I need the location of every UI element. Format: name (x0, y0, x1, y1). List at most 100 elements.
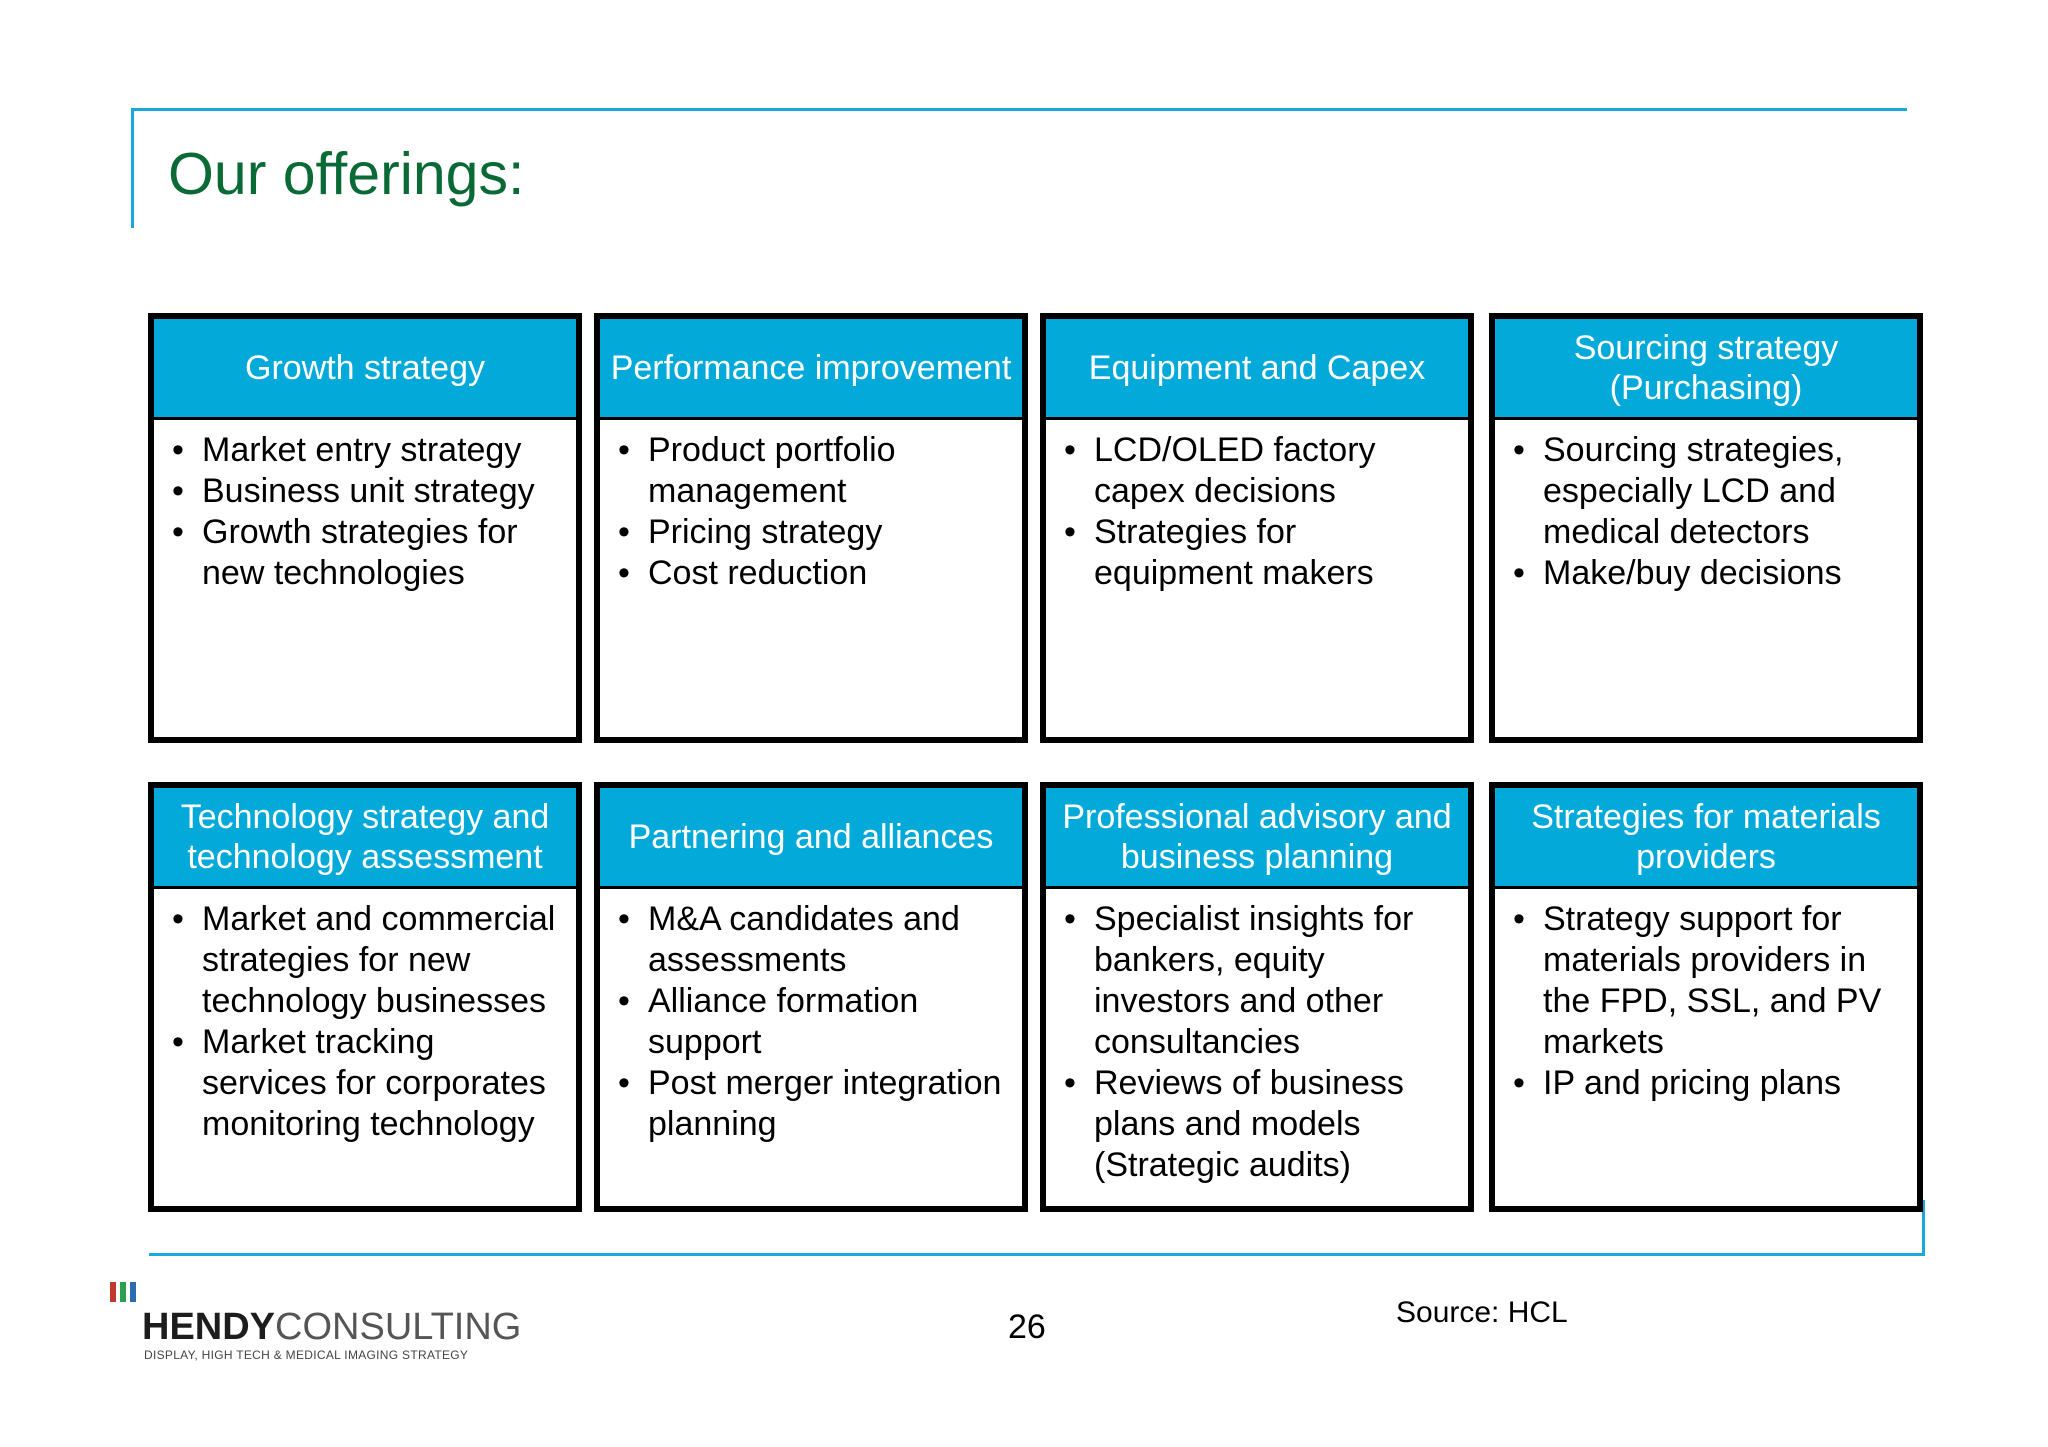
offering-list: • Market entry strategy • Business unit str… (168, 430, 566, 594)
list-item-text: Market entry strategy (202, 431, 522, 469)
list-item-text: Specialist insights for bankers, equity … (1094, 900, 1414, 1061)
offering-card: Strategies for materials providers • Strat… (1489, 782, 1923, 1212)
bullet-icon: • (1064, 900, 1076, 938)
list-item: • Strategies for equipment makers (1060, 512, 1458, 594)
offering-card: Partnering and alliances • M&A candidates … (594, 782, 1028, 1212)
offering-card-heading: Partnering and alliances (600, 788, 1022, 889)
offering-card: Technology strategy and technology asses… (148, 782, 582, 1212)
bullet-icon: • (618, 900, 630, 938)
list-item-text: Sourcing strategies, especially LCD and … (1543, 431, 1844, 551)
list-item: • Post merger integration planning (614, 1063, 1012, 1145)
list-item: • Business unit strategy (168, 471, 566, 512)
list-item: • M&A candidates and assessments (614, 899, 1012, 981)
list-item: • Market entry strategy (168, 430, 566, 471)
offering-card-heading: Technology strategy and technology asses… (154, 788, 576, 889)
offering-card: Equipment and Capex • LCD/OLED factory cap… (1040, 313, 1474, 743)
offering-card-heading: Sourcing strategy (Purchasing) (1495, 319, 1917, 420)
list-item-text: Cost reduction (648, 554, 868, 592)
bullet-icon: • (172, 513, 184, 551)
offering-card-body: • Strategy support for materials provider… (1495, 889, 1917, 1104)
offering-card: Performance improvement • Product portfoli… (594, 313, 1028, 743)
list-item-text: IP and pricing plans (1543, 1064, 1842, 1102)
list-item: • Pricing strategy (614, 512, 1012, 553)
offering-list: • Strategy support for materials provider… (1509, 899, 1907, 1104)
list-item-text: Make/buy decisions (1543, 554, 1842, 592)
list-item-text: Growth strategies for new technologies (202, 513, 518, 592)
list-item: • Market and commercial strategies for ne… (168, 899, 566, 1022)
list-item-text: Product portfolio management (648, 431, 896, 510)
offering-list: • Specialist insights for bankers, equity… (1060, 899, 1458, 1186)
list-item: • Sourcing strategies, especially LCD and… (1509, 430, 1907, 553)
offering-card-heading: Performance improvement (600, 319, 1022, 420)
bullet-icon: • (1513, 900, 1525, 938)
offering-card-body: • Specialist insights for bankers, equity… (1046, 889, 1468, 1186)
offering-card-body: • M&A candidates and assessments • Alliance… (600, 889, 1022, 1145)
bullet-icon: • (618, 513, 630, 551)
bullet-icon: • (172, 472, 184, 510)
list-item-text: Alliance formation support (648, 982, 919, 1061)
list-item-text: Post merger integration planning (648, 1064, 1002, 1143)
list-item: • Growth strategies for new technologies (168, 512, 566, 594)
logo-bar-green (120, 1282, 126, 1302)
logo-bar-blue (130, 1282, 136, 1302)
offering-card-heading: Equipment and Capex (1046, 319, 1468, 420)
logo-name-bold: HENDY (142, 1306, 276, 1348)
list-item: • Alliance formation support (614, 981, 1012, 1063)
list-item: • Specialist insights for bankers, equity… (1060, 899, 1458, 1063)
logo-tagline: DISPLAY, HIGH TECH & MEDICAL IMAGING STR… (144, 1348, 469, 1362)
offering-card: Professional advisory and business plann… (1040, 782, 1474, 1212)
bullet-icon: • (618, 1064, 630, 1102)
list-item: • Strategy support for materials provider… (1509, 899, 1907, 1063)
page-title: Our offerings: (168, 141, 525, 207)
list-item-text: LCD/OLED factory capex decisions (1094, 431, 1376, 510)
list-item: • Market tracking services for corporates… (168, 1022, 566, 1145)
offering-card-heading: Professional advisory and business plann… (1046, 788, 1468, 889)
bullet-icon: • (618, 554, 630, 592)
bullet-icon: • (618, 431, 630, 469)
list-item: • Product portfolio management (614, 430, 1012, 512)
list-item-text: Business unit strategy (202, 472, 535, 510)
list-item-text: Market tracking services for corporates … (202, 1023, 546, 1143)
frame-right-line (1922, 1200, 1925, 1256)
list-item: • IP and pricing plans (1509, 1063, 1907, 1104)
bullet-icon: • (1064, 431, 1076, 469)
offering-card: Growth strategy • Market entry strategy • Bu… (148, 313, 582, 743)
bullet-icon: • (172, 900, 184, 938)
offering-card-heading: Growth strategy (154, 319, 576, 420)
company-logo: HENDYCONSULTING DISPLAY, HIGH TECH & MED… (108, 1280, 521, 1362)
list-item: • LCD/OLED factory capex decisions (1060, 430, 1458, 512)
list-item-text: Reviews of business plans and models (St… (1094, 1064, 1404, 1184)
bullet-icon: • (172, 431, 184, 469)
bullet-icon: • (618, 982, 630, 1020)
bullet-icon: • (1513, 431, 1525, 469)
list-item-text: Strategy support for materials providers… (1543, 900, 1882, 1061)
offering-list: • M&A candidates and assessments • Alliance… (614, 899, 1012, 1145)
offering-list: • Sourcing strategies, especially LCD and… (1509, 430, 1907, 594)
bullet-icon: • (172, 1023, 184, 1061)
list-item-text: Market and commercial strategies for new… (202, 900, 556, 1020)
source-note: Source: HCL (1396, 1296, 1568, 1329)
list-item-text: M&A candidates and assessments (648, 900, 960, 979)
offering-card-body: • Product portfolio management • Pricing st… (600, 420, 1022, 594)
list-item-text: Strategies for equipment makers (1094, 513, 1374, 592)
logo-bar-red (110, 1282, 116, 1302)
list-item: • Reviews of business plans and models (S… (1060, 1063, 1458, 1186)
offering-card-body: • Market entry strategy • Business unit str… (154, 420, 576, 594)
bullet-icon: • (1513, 554, 1525, 592)
frame-top-line (131, 108, 1907, 111)
list-item: • Make/buy decisions (1509, 553, 1907, 594)
offering-card-body: • LCD/OLED factory capex decisions • Strate… (1046, 420, 1468, 594)
frame-bottom-line (149, 1253, 1925, 1256)
offering-list: • Market and commercial strategies for ne… (168, 899, 566, 1145)
offering-card-heading: Strategies for materials providers (1495, 788, 1917, 889)
logo-name-light: CONSULTING (275, 1306, 522, 1348)
frame-left-line (131, 108, 134, 228)
bullet-icon: • (1064, 513, 1076, 551)
list-item: • Cost reduction (614, 553, 1012, 594)
bullet-icon: • (1064, 1064, 1076, 1102)
list-item-text: Pricing strategy (648, 513, 883, 551)
offering-card: Sourcing strategy (Purchasing) • Sourcing … (1489, 313, 1923, 743)
bullet-icon: • (1513, 1064, 1525, 1102)
offering-list: • LCD/OLED factory capex decisions • Strate… (1060, 430, 1458, 594)
page-number: 26 (1008, 1308, 1046, 1346)
